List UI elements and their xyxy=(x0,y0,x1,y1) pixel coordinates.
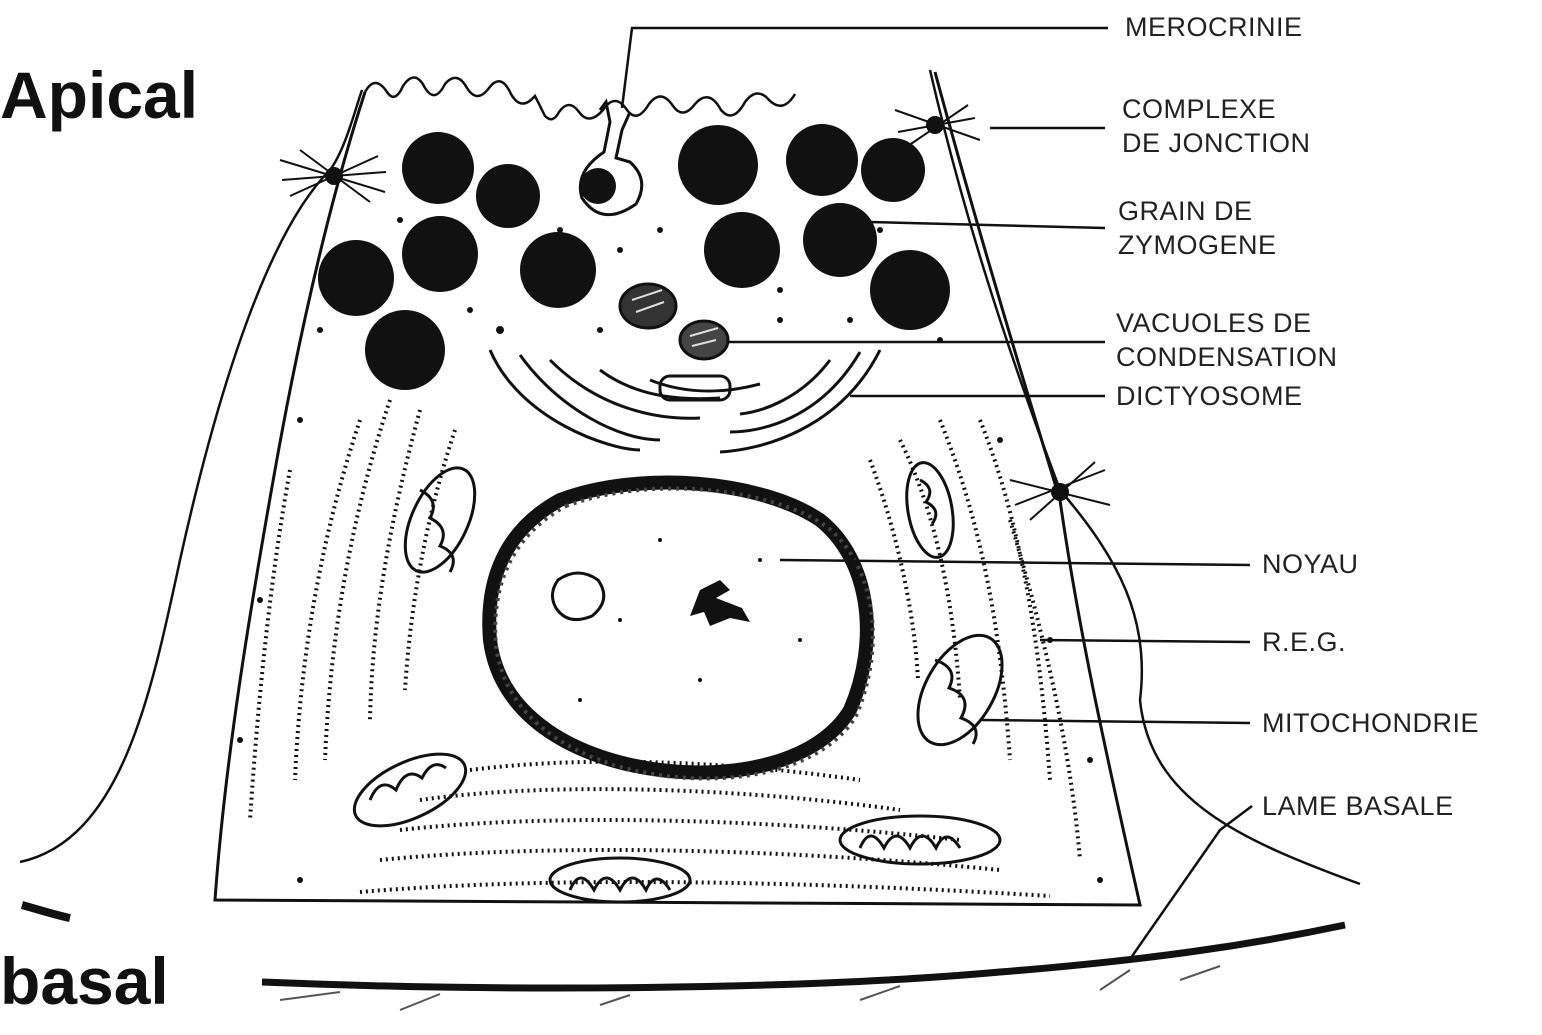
label-vacuoles-line1: VACUOLES DE xyxy=(1116,306,1312,340)
region-label-basal: basal xyxy=(0,948,169,1014)
label-complexe-line2: DE JONCTION xyxy=(1122,126,1311,160)
microvilli-border xyxy=(365,77,795,119)
nucleus xyxy=(489,483,873,779)
label-mitochondrie: MITOCHONDRIE xyxy=(1262,706,1479,740)
label-dictyosome: DICTYOSOME xyxy=(1116,379,1303,413)
junction-complex-left xyxy=(280,150,386,202)
label-lame-basale: LAME BASALE xyxy=(1262,789,1454,823)
left-edge-stroke xyxy=(22,905,70,918)
label-reg: R.E.G. xyxy=(1262,625,1346,659)
label-merocrinie: MEROCRINIE xyxy=(1125,10,1303,44)
label-complexe-line1: COMPLEXE xyxy=(1122,92,1276,126)
label-noyau: NOYAU xyxy=(1262,547,1359,581)
label-vacuoles-line2: CONDENSATION xyxy=(1116,340,1338,374)
neighbor-cell-outline-right xyxy=(930,70,1360,884)
dictyosome xyxy=(490,350,880,452)
junction-complex-lower xyxy=(1010,462,1110,520)
condensing-vacuoles xyxy=(620,284,728,359)
label-grain-line2: ZYMOGENE xyxy=(1118,228,1277,262)
label-grain-line1: GRAIN DE xyxy=(1118,194,1253,228)
merocrine-granule xyxy=(580,168,616,204)
region-label-apical: Apical xyxy=(0,62,198,128)
junction-complex-right xyxy=(895,105,980,148)
neighbor-cell-outline-left xyxy=(20,90,362,862)
